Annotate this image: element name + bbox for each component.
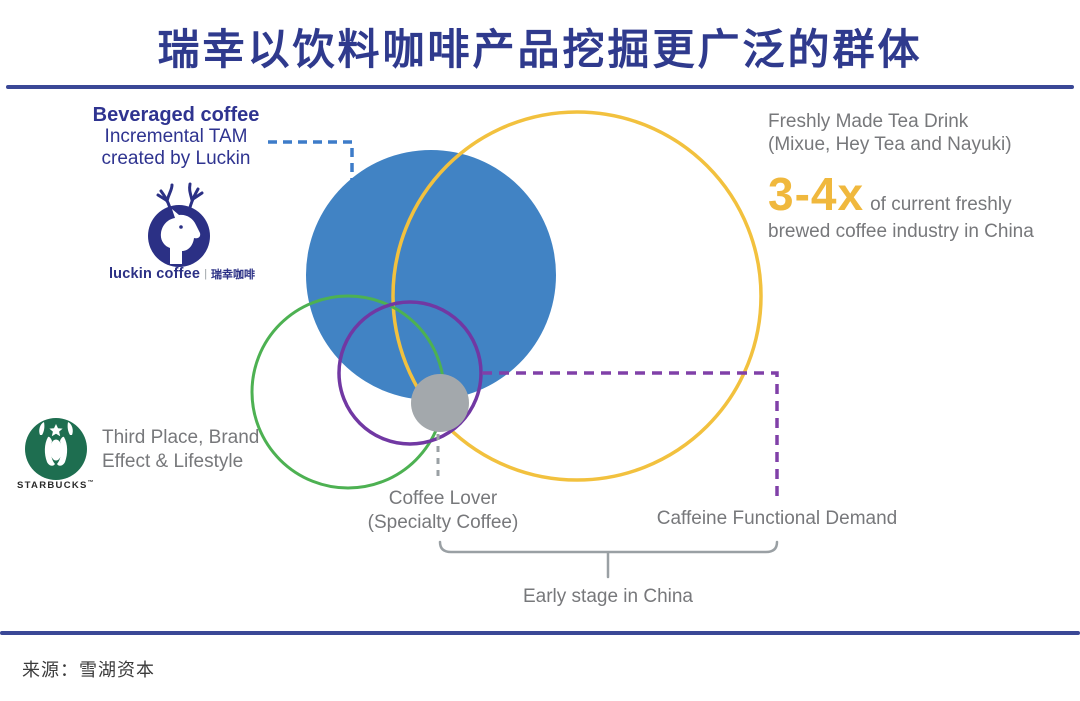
tea-drink-label: Freshly Made Tea Drink (Mixue, Hey Tea a… [768,110,1068,156]
caffeine-demand-circle [337,300,483,446]
coffee-lover-label: Coffee Lover (Specialty Coffee) [323,487,563,535]
starbucks-label-line2: Effect & Lifestyle [102,451,244,472]
luckin-tam-label: Beveraged coffee Incremental TAM created… [70,104,282,170]
page-title: 瑞幸以饮料咖啡产品挖掘更广泛的群体 [157,26,923,73]
luckin-wordmark-en: luckin coffee [108,266,201,282]
tea-drink-label-line2: (Mixue, Hey Tea and Nayuki) [768,134,1012,155]
early-stage-label: Early stage in China [522,586,694,607]
tea-drink-label-line1: Freshly Made Tea Drink [768,111,969,132]
luckin-tam-label-line1: Beveraged coffee [92,104,260,126]
luckin-tam-label-line3: created by Luckin [101,148,251,169]
starbucks-logo-icon [25,418,87,480]
coffee-lover-label-line1: Coffee Lover [388,488,498,509]
early-stage-brace [438,540,779,579]
coffee-lover-label-line2: (Specialty Coffee) [367,512,519,533]
starbucks-trademark: ™ [87,480,95,486]
luckin-wordmark: luckin coffee | 瑞幸咖啡 [101,266,263,282]
starbucks-brand-caption: STARBUCKS™ [10,480,102,491]
luckin-wordmark-divider: | [204,268,208,280]
source-note: 来源：雪湖资本 [22,660,155,680]
tea-multiplier-value: 3-4x [768,168,865,220]
coffee-lover-circle [411,374,469,432]
luckin-label-connector [268,140,354,180]
tea-drink-circle [391,110,763,482]
luckin-tam-label-line2: Incremental TAM [104,126,248,147]
footer-divider [0,631,1080,635]
luckin-tam-circle [306,150,556,400]
caffeine-label-connector [482,371,779,498]
starbucks-label: Third Place, Brand Effect & Lifestyle [102,426,332,474]
tea-multiplier-suffix: of current freshly [870,194,1012,215]
tea-multiplier-line2: brewed coffee industry in China [768,221,1034,242]
starbucks-label-line1: Third Place, Brand [102,427,260,448]
title-divider [6,85,1074,89]
starbucks-brand-text: STARBUCKS [17,480,88,492]
luckin-wordmark-cn: 瑞幸咖啡 [211,269,256,281]
caffeine-demand-label: Caffeine Functional Demand [656,508,898,529]
luckin-logo-icon [148,182,210,267]
